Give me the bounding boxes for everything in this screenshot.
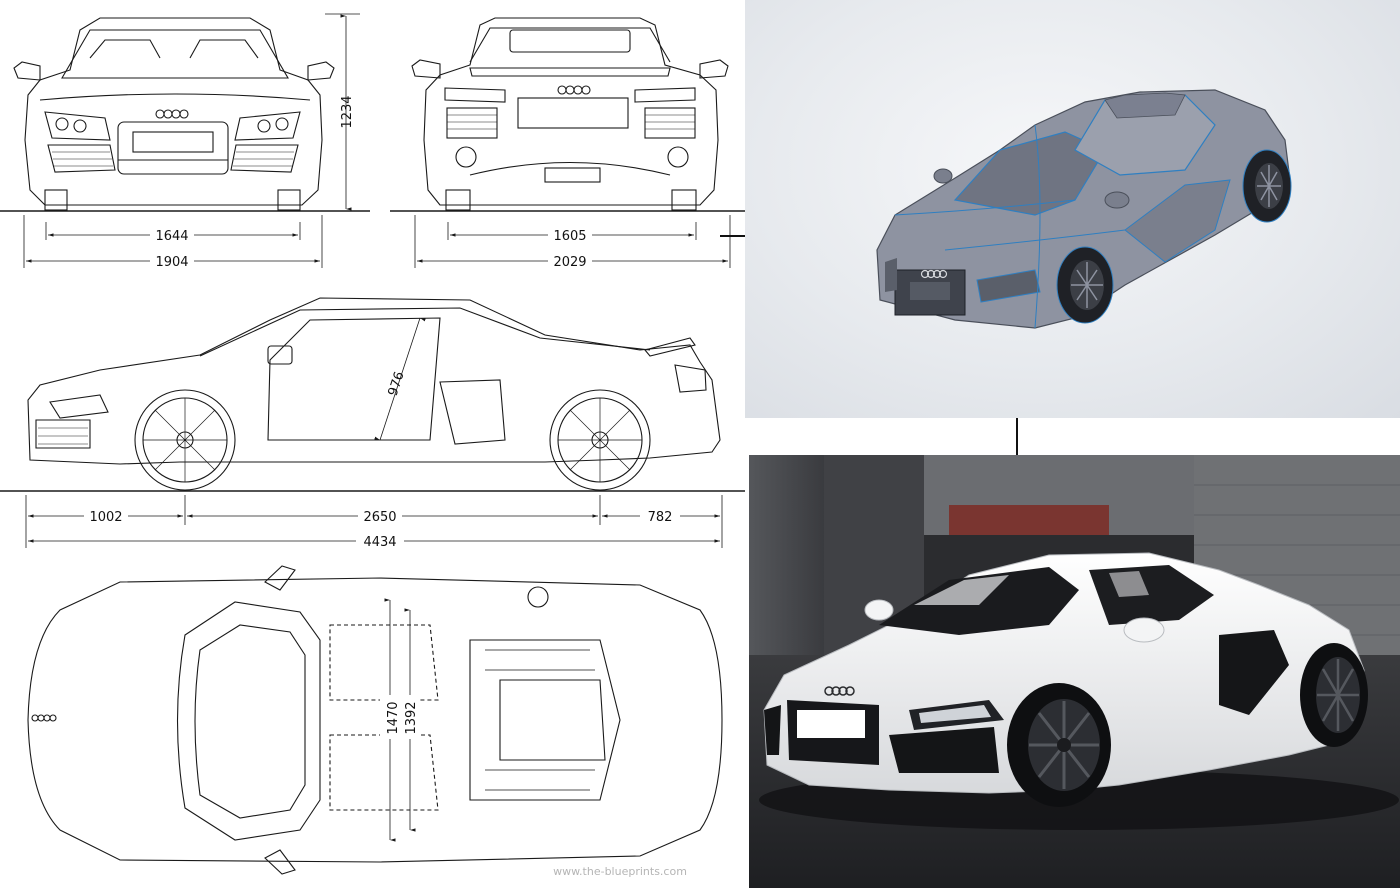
cad-car-body (876, 89, 1292, 329)
cad-car-svg (876, 89, 1292, 329)
dim-height: 1234 (340, 95, 355, 128)
dim-rear-width: 2029 (553, 255, 586, 270)
dim-rear-track: 1605 (553, 229, 586, 244)
render-scene-svg (749, 455, 1400, 888)
dim-interior-height: 976 (386, 370, 408, 398)
render-photo-view (749, 455, 1400, 888)
blueprint-drawing: 1644 1904 1234 1605 2029 976 1002 2650 7… (0, 13, 745, 878)
render-car (763, 552, 1368, 807)
cad-front-wheel (1056, 246, 1114, 324)
top-view (27, 565, 723, 875)
dim-length: 4434 (363, 535, 396, 550)
cad-rear-wheel (1242, 149, 1292, 223)
cad-model-view (745, 0, 1400, 418)
dim-rear-overhang: 782 (648, 510, 673, 525)
blueprint-svg: 1644 1904 1234 1605 2029 976 1002 2650 7… (0, 13, 745, 878)
render-front-wheel (1007, 683, 1111, 807)
watermark-text: www.the-blueprints.com (553, 865, 687, 878)
front-view (0, 13, 370, 268)
render-rear-wheel (1300, 643, 1368, 747)
dim-interior-width-b: 1392 (404, 701, 419, 734)
dim-front-width: 1904 (155, 255, 188, 270)
rear-view (390, 17, 745, 268)
dim-front-track: 1644 (155, 229, 188, 244)
dim-wheelbase: 2650 (363, 510, 396, 525)
dim-front-overhang: 1002 (89, 510, 122, 525)
dim-interior-width-a: 1470 (386, 701, 401, 734)
